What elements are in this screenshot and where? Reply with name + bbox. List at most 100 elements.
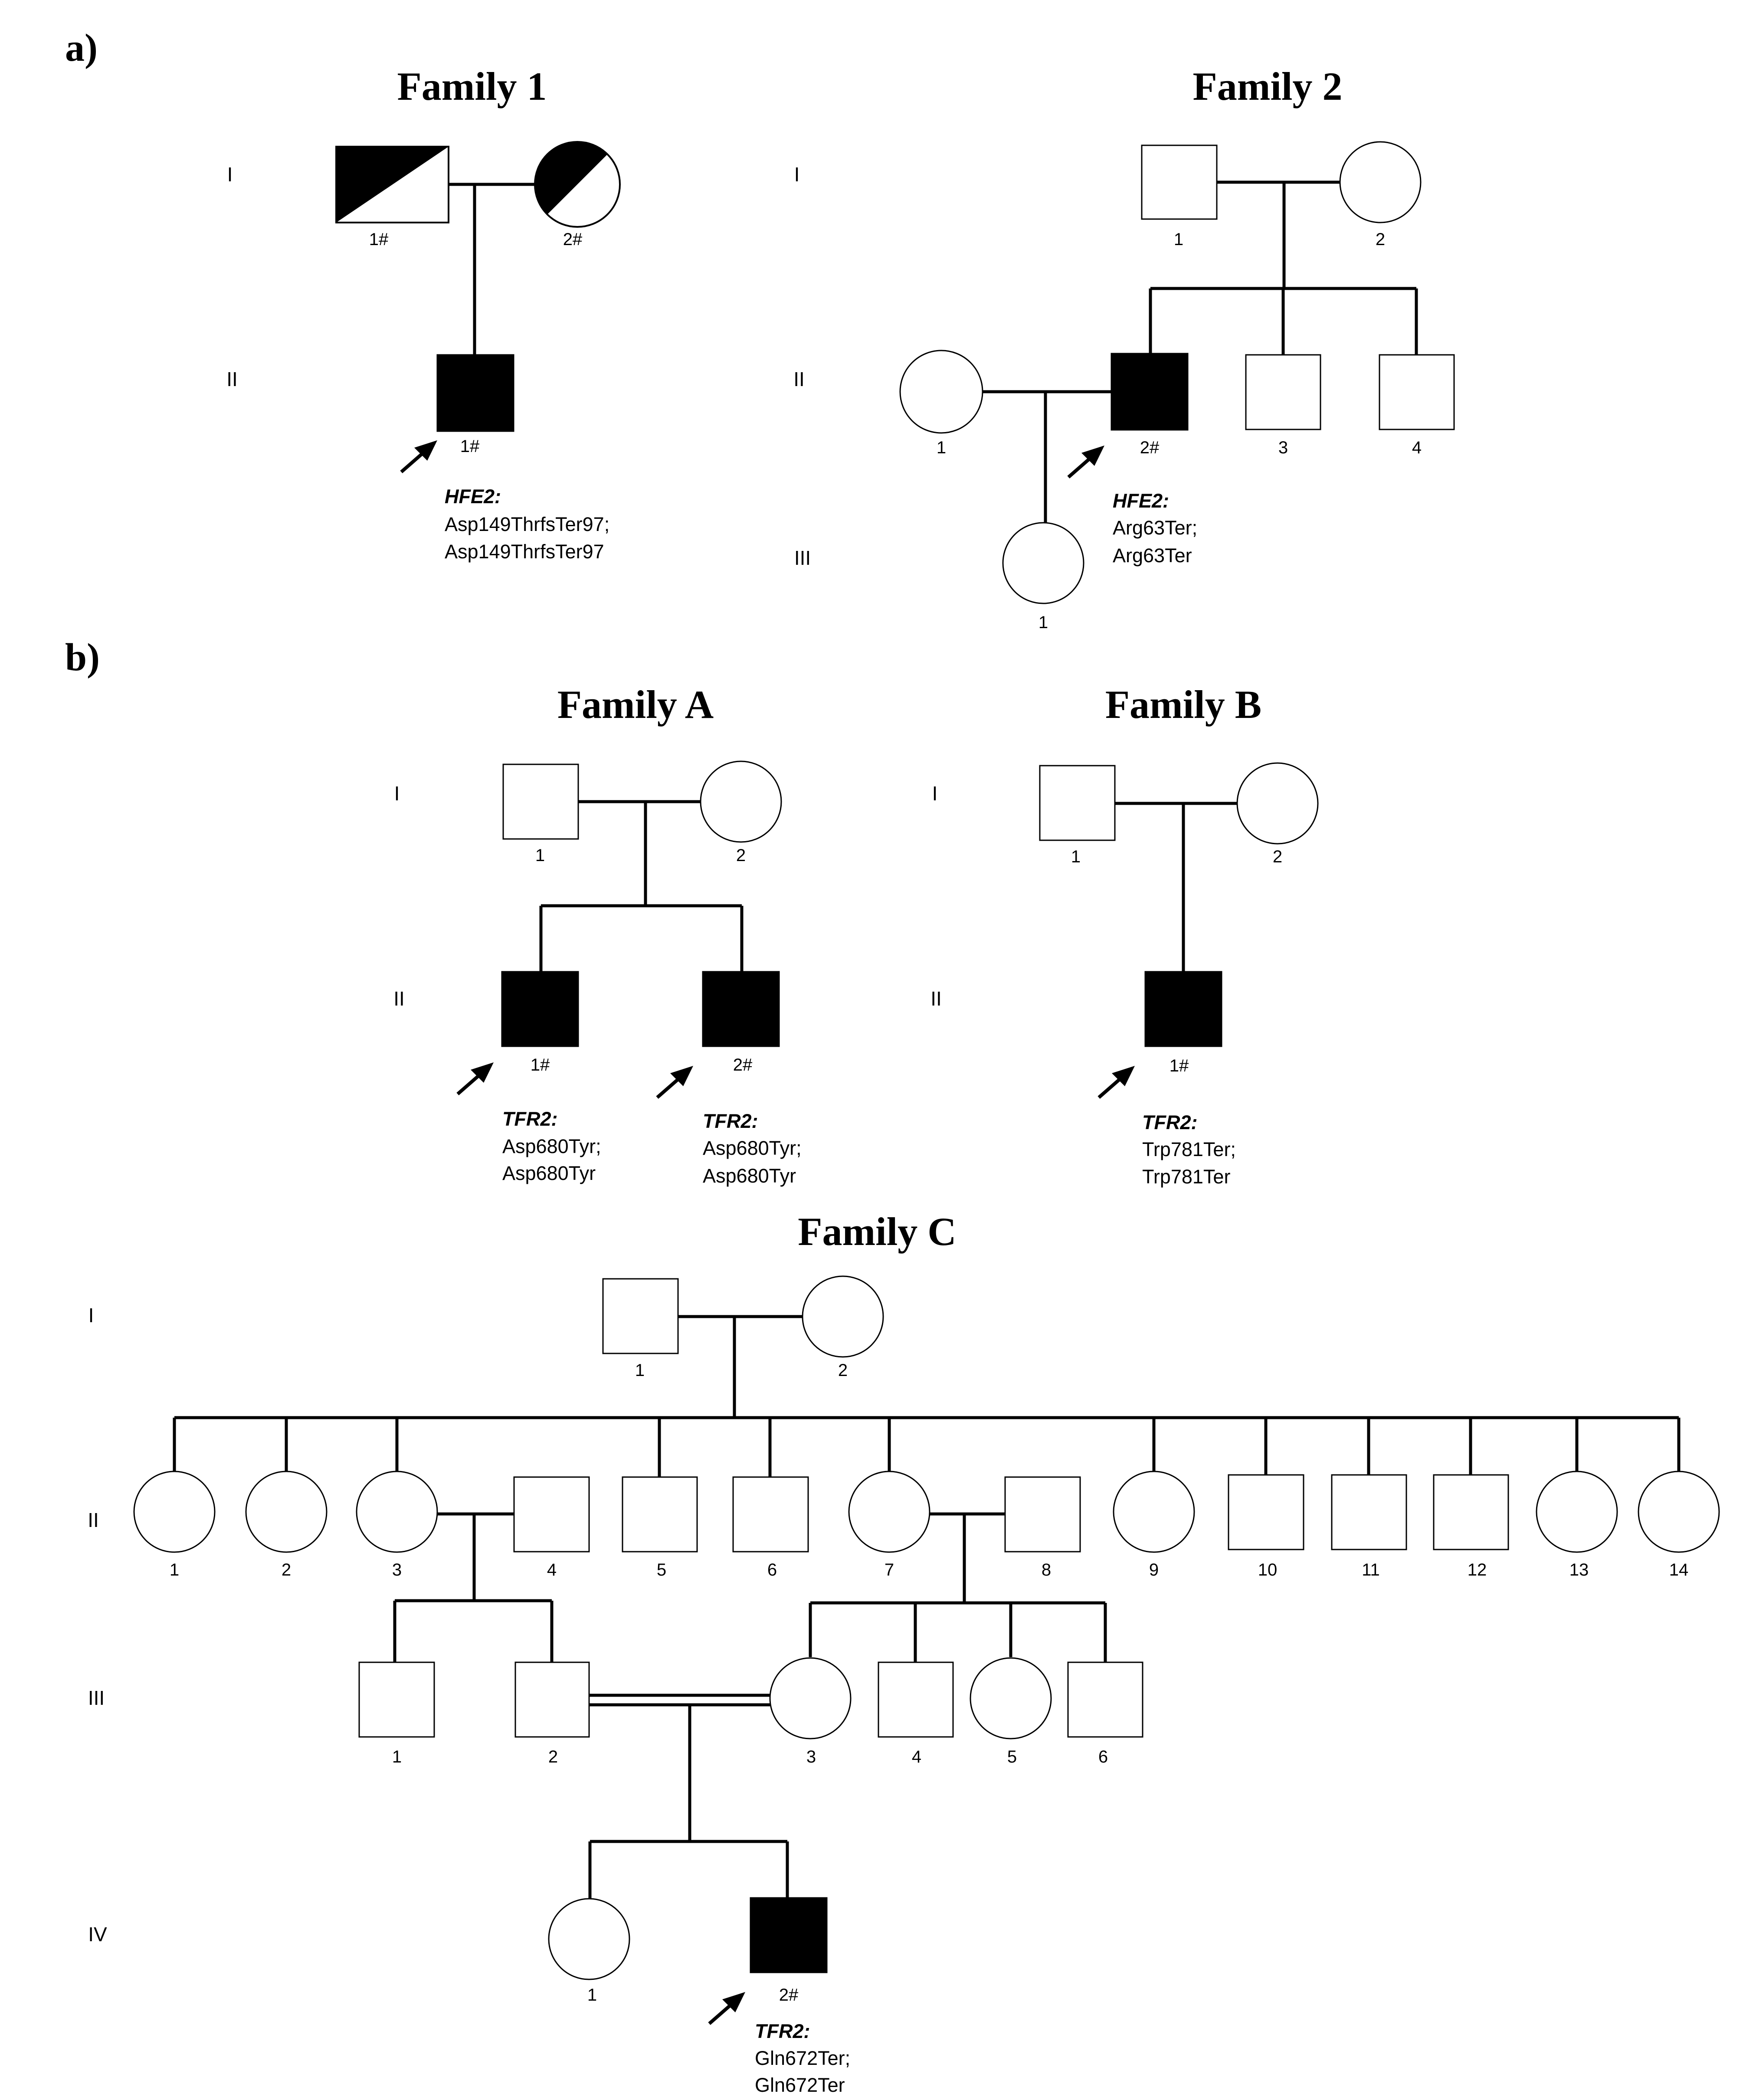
individual-II1-affected-male [1144,971,1222,1047]
individual-label: 1 [535,846,545,865]
individual-IV1-female [548,1898,630,1980]
individual-I1-male [1141,144,1218,220]
individual-label: 1# [1170,1056,1189,1075]
individual-label: 3 [1278,438,1288,457]
individual-label: 2# [779,1985,799,2005]
individual-label: 8 [1042,1560,1051,1579]
generation-label-IV: IV [88,1923,107,1946]
family-A-title: Family A [557,682,714,727]
individual-III1-female [1002,522,1084,604]
variant-text: Asp149ThrfsTer97; [445,513,609,535]
individual-label: 7 [885,1560,894,1579]
individual-label: 5 [657,1560,666,1579]
generation-label-I: I [794,163,800,186]
generation-label-I: I [932,782,938,805]
individual-I1-male [502,763,579,840]
individual-II2-affected-male [702,971,780,1047]
individual-III2-male [514,1661,590,1738]
variant-text: Gln672Ter [755,2074,845,2096]
gene-label: TFR2: [1142,1111,1198,1134]
individual-I1-male [602,1278,679,1354]
individual-label: 3 [806,1747,816,1766]
individual-II3-male [1245,354,1321,430]
individual-label: 2# [563,230,583,249]
family-A: Family A I II 1 2 1# 2# TFR2: Asp680Tyr;… [393,682,801,1187]
generation-label-III: III [794,547,811,569]
generation-label-I: I [227,163,233,186]
variant-text: Gln672Ter; [755,2047,850,2069]
variant-text: Asp680Tyr [703,1165,796,1187]
variant-text: Asp680Tyr; [502,1135,601,1157]
family-1-title: Family 1 [397,64,547,108]
variant-text: Asp680Tyr; [703,1137,802,1159]
individual-label: 1# [369,230,389,249]
individual-II14-female [1638,1471,1720,1553]
individual-I2-female [802,1275,884,1358]
individual-label: 1 [1174,230,1183,249]
individual-I2-female [1339,141,1422,223]
individual-label: 1# [531,1055,550,1075]
individual-label: 2 [1376,230,1385,249]
individual-II1-female [899,350,983,434]
individual-III3-female [769,1657,852,1740]
individual-label: 3 [392,1560,402,1579]
individual-II2-female [245,1471,328,1553]
individual-label: 1 [937,438,946,457]
individual-I1-carrier-male [335,146,449,223]
individual-III1-male [358,1661,435,1738]
individual-II4-male [1379,354,1455,430]
individual-III5-female [970,1657,1052,1740]
gene-label: TFR2: [703,1110,758,1132]
gene-label: HFE2: [445,485,501,508]
individual-label: 6 [1098,1747,1108,1766]
individual-label: 6 [767,1560,777,1579]
gene-label: HFE2: [1113,490,1169,512]
individual-label: 1 [170,1560,179,1579]
variant-text: Asp680Tyr [502,1162,596,1184]
individual-II4-male [513,1476,590,1553]
gene-label: TFR2: [755,2020,810,2042]
proband-arrow-icon [400,440,437,474]
family-C: Family C I II III IV 1 2 [88,1209,1720,2096]
variant-text: Asp149ThrfsTer97 [445,541,604,563]
individual-label: 14 [1669,1560,1689,1579]
panel-label-b: b) [65,636,100,679]
individual-II9-female [1113,1471,1195,1553]
individual-II11-male [1331,1474,1407,1550]
gene-label: TFR2: [502,1108,558,1130]
proband-arrow-icon [656,1066,693,1099]
family-1: Family 1 I II 1# 2# 1# HFE2: Asp149Thrfs… [226,64,621,563]
individual-III4-male [878,1661,954,1738]
generation-label-II: II [793,368,805,390]
generation-label-III: III [88,1687,105,1709]
individual-II1-affected-male [436,354,514,432]
family-2: Family 2 I II III 1 2 1 2# 3 4 HFE2: Arg… [793,64,1455,632]
generation-label-II: II [226,368,238,390]
individual-label: 2# [1140,438,1160,457]
individual-label: 1 [587,1985,597,2005]
individual-label: 2 [548,1747,558,1766]
individual-II5-male [622,1476,698,1553]
panel-label-a: a) [65,26,98,69]
individual-II10-male [1228,1474,1304,1550]
family-B-title: Family B [1105,682,1261,727]
individual-label: 1# [460,437,480,456]
proband-arrow-icon [708,1992,745,2025]
individual-I1-male [1039,765,1116,841]
individual-I2-female [700,760,782,843]
generation-label-I: I [88,1304,94,1327]
individual-IV2-affected-male [750,1897,828,1973]
variant-text: Trp781Ter; [1142,1138,1236,1160]
individual-label: 2 [282,1560,291,1579]
individual-label: 9 [1149,1560,1159,1579]
individual-label: 5 [1007,1747,1017,1766]
individual-label: 1 [1071,847,1081,866]
family-B: Family B I II 1 2 1# TFR2: Trp781Ter; Tr… [930,682,1319,1188]
variant-text: Arg63Ter; [1113,517,1197,539]
individual-II7-female [848,1471,930,1553]
proband-arrow-icon [1067,446,1104,479]
individual-II6-male [732,1476,809,1553]
individual-II2-affected-male [1111,353,1189,431]
